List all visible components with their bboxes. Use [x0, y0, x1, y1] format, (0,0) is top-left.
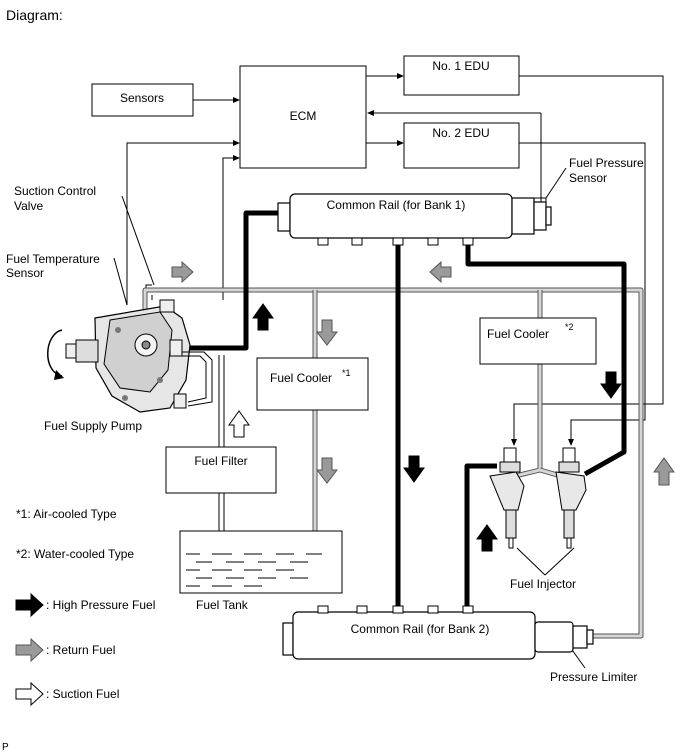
svg-text:*2: *2	[565, 322, 574, 332]
svg-text:Common Rail (for Bank 1): Common Rail (for Bank 1)	[327, 198, 466, 212]
return-arrow-down-1	[315, 319, 339, 346]
label-fuel-tank: Fuel Tank	[196, 598, 249, 612]
legend-suction-arrow	[15, 681, 44, 707]
hp-arrow-down-1	[403, 455, 425, 483]
label-fuel-supply-pump: Fuel Supply Pump	[44, 419, 142, 433]
return-arrow-right	[171, 260, 194, 284]
hp-arrow-down-2	[600, 371, 622, 399]
label-fuel-pressure-sensor-2: Sensor	[569, 171, 607, 185]
common-rail-bank1: Common Rail (for Bank 1)	[277, 193, 552, 246]
legend-suction: : Suction Fuel	[15, 681, 119, 707]
fuel-injector-right	[555, 447, 587, 549]
figure-code: P	[2, 742, 9, 753]
svg-text:*1: *1	[342, 368, 351, 378]
label-pressure-limiter: Pressure Limiter	[550, 670, 637, 684]
legend-return: : Return Fuel	[15, 637, 115, 663]
fuel-tank	[179, 530, 343, 594]
svg-text:: Return Fuel: : Return Fuel	[46, 643, 115, 657]
legend: : High Pressure Fuel : Return Fuel : Suc…	[15, 592, 155, 707]
fuel-supply-pump	[47, 299, 213, 413]
note-water-cooled: *2: Water-cooled Type	[16, 547, 134, 561]
label-fuel-temp-sensor-2: Sensor	[6, 266, 44, 280]
label-fuel-pressure-sensor-1: Fuel Pressure	[569, 156, 644, 170]
sensors-box: Sensors	[91, 83, 194, 117]
label-suction-control-valve-1: Suction Control	[14, 184, 96, 198]
common-rail-bank2: Common Rail (for Bank 2)	[282, 605, 594, 660]
signal-wiring	[113, 73, 664, 669]
flow-arrows	[171, 260, 675, 552]
diagram-title: Diagram:	[6, 7, 63, 23]
type-notes: *1: Air-cooled Type *2: Water-cooled Typ…	[16, 507, 134, 561]
component-labels: Suction Control Valve Fuel Temperature S…	[6, 156, 644, 684]
svg-text:ECM: ECM	[290, 109, 317, 123]
svg-text:Fuel Cooler: Fuel Cooler	[487, 327, 549, 341]
fuel-filter-box: Fuel Filter	[165, 446, 277, 494]
fuel-cooler-water-box: Fuel Cooler *2	[479, 317, 597, 365]
return-arrow-left	[429, 260, 452, 284]
fuel-cooler-air-box: Fuel Cooler *1	[256, 357, 369, 411]
legend-hp-arrow	[15, 592, 44, 618]
label-fuel-injector: Fuel Injector	[510, 577, 576, 591]
edu2-box: No. 2 EDU	[403, 122, 520, 169]
svg-text:Fuel Filter: Fuel Filter	[194, 454, 247, 468]
svg-text:: High Pressure Fuel: : High Pressure Fuel	[46, 598, 155, 612]
fuel-injector-left	[489, 447, 525, 549]
label-fuel-temp-sensor-1: Fuel Temperature	[6, 252, 100, 266]
svg-text:Common Rail (for Bank 2): Common Rail (for Bank 2)	[351, 622, 490, 636]
return-arrow-down-2	[315, 457, 339, 484]
edu1-box: No. 1 EDU	[403, 55, 520, 96]
suction-arrow-up	[228, 410, 250, 438]
return-arrow-up	[653, 457, 675, 486]
ecm-box: ECM	[239, 65, 367, 169]
svg-text:Sensors: Sensors	[120, 91, 164, 105]
legend-return-arrow	[15, 637, 44, 663]
svg-text:Fuel Cooler: Fuel Cooler	[270, 371, 332, 385]
high-pressure-lines	[180, 210, 627, 612]
label-suction-control-valve-2: Valve	[14, 199, 43, 213]
note-air-cooled: *1: Air-cooled Type	[16, 507, 117, 521]
svg-text:: Suction Fuel: : Suction Fuel	[46, 687, 119, 701]
hp-arrow-up-1	[252, 303, 274, 331]
legend-high-pressure: : High Pressure Fuel	[15, 592, 155, 618]
svg-text:No. 2 EDU: No. 2 EDU	[432, 126, 489, 140]
svg-text:No. 1 EDU: No. 1 EDU	[432, 59, 489, 73]
hp-arrow-up-2	[476, 524, 498, 552]
